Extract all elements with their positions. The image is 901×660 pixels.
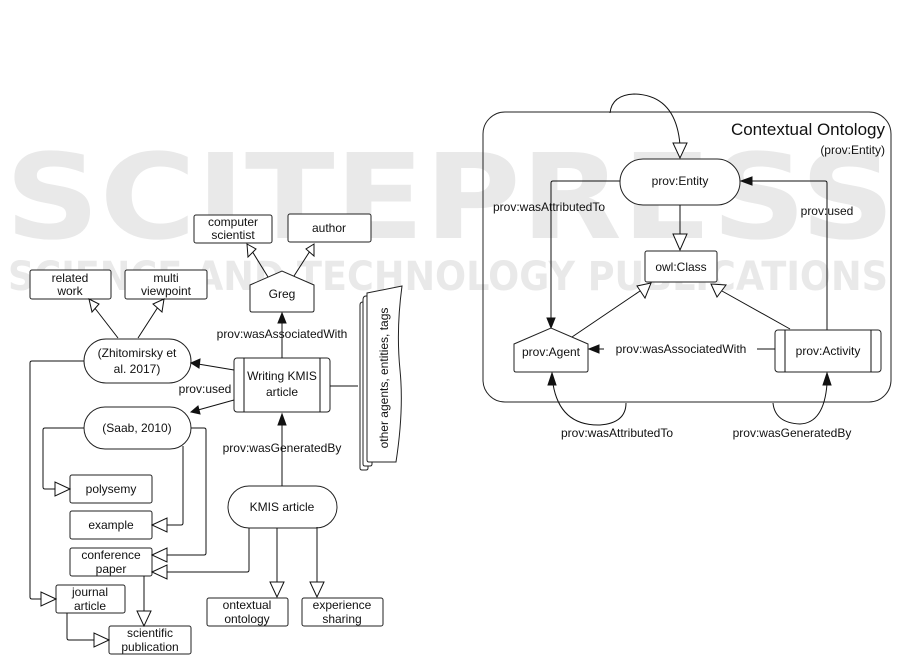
node-label: experience <box>313 598 372 612</box>
node-polysemy[interactable]: polysemy <box>69 474 153 504</box>
edge-label-was-associated-with-right: prov:wasAssociatedWith <box>616 342 747 356</box>
node-label: prov:Activity <box>796 344 861 358</box>
node-prov-agent[interactable]: prov:Agent <box>513 327 589 373</box>
edge-label-was-associated-with: prov:wasAssociatedWith <box>217 327 348 341</box>
edge-label-was-attributed-to: prov:wasAttributedTo <box>493 200 605 214</box>
node-computer-scientist[interactable]: computer scientist <box>193 214 273 244</box>
arrowhead <box>739 176 753 186</box>
node-greg[interactable]: Greg <box>249 270 315 313</box>
node-label: article <box>74 599 106 613</box>
generalization-arrowhead <box>672 142 688 160</box>
node-label: example <box>88 518 134 532</box>
node-label: conference <box>81 548 141 562</box>
generalization-arrowhead <box>309 581 325 599</box>
arrowhead <box>547 371 557 386</box>
node-prov-entity[interactable]: prov:Entity <box>619 158 741 206</box>
watermark-main: SCITEPRESS <box>5 128 895 266</box>
generalization-arrowhead <box>136 610 152 628</box>
generalization-arrowhead <box>150 547 168 563</box>
generalization-arrowhead <box>88 298 100 314</box>
generalization-arrowhead <box>305 243 315 258</box>
arrowhead <box>189 358 201 369</box>
contextual-ontology-container <box>482 111 892 403</box>
node-label: viewpoint <box>141 284 192 298</box>
node-label: scientist <box>211 228 255 242</box>
generalization-arrowhead <box>150 517 168 533</box>
node-label: (Saab, 2010) <box>102 421 171 435</box>
arrowhead <box>822 371 832 386</box>
generalization-arrowhead <box>150 564 168 580</box>
arrowhead <box>189 405 201 415</box>
left-diagram: related work multi viewpoint computer sc… <box>29 213 403 655</box>
node-label: article <box>266 385 298 399</box>
edge-label-used-right: prov:used <box>801 204 854 218</box>
node-other-agents[interactable]: other agents, entities, tags <box>359 285 403 471</box>
node-prov-activity[interactable]: prov:Activity <box>774 329 882 373</box>
node-zhitomirsky[interactable]: (Zhitomirsky et al. 2017) <box>83 338 192 384</box>
node-related-work[interactable]: related work <box>29 269 112 300</box>
node-label: owl:Class <box>655 260 706 274</box>
node-owl-class[interactable]: owl:Class <box>644 250 718 283</box>
node-label: author <box>312 221 346 235</box>
edge-label-was-generated-by: prov:wasGeneratedBy <box>223 441 342 455</box>
generalization-arrowhead <box>152 298 165 313</box>
node-label: KMIS article <box>250 500 315 514</box>
node-label: publication <box>121 640 178 654</box>
arrowhead <box>587 344 600 354</box>
node-label: al. 2017) <box>114 362 161 376</box>
node-label: computer <box>208 215 258 229</box>
right-diagram: Contextual Ontology (prov:Entity) prov:E… <box>482 93 892 440</box>
node-label: Writing KMIS <box>247 369 317 383</box>
edge-label-used: prov:used <box>179 382 232 396</box>
arrowhead <box>546 317 556 330</box>
node-label: Greg <box>269 287 296 301</box>
arrowhead <box>277 311 287 324</box>
node-label: work <box>56 284 83 298</box>
node-writing-kmis-article[interactable]: Writing KMIS article <box>233 357 331 413</box>
edge-label-was-generated-by-loop: prov:wasGeneratedBy <box>733 426 852 440</box>
generalization-arrowhead <box>93 632 111 648</box>
node-label: journal <box>71 585 108 599</box>
generalization-arrowhead <box>636 282 652 300</box>
generalization-arrowhead <box>710 283 727 298</box>
node-label: scientific <box>127 626 173 640</box>
node-author[interactable]: author <box>287 213 372 243</box>
node-label: prov:Agent <box>522 345 581 359</box>
node-conference-paper[interactable]: conference paper <box>69 547 153 577</box>
generalization-arrowhead <box>54 481 72 497</box>
container-subtitle: (prov:Entity) <box>820 143 885 157</box>
node-label: ontextual <box>223 598 272 612</box>
node-label: prov:Entity <box>652 174 709 188</box>
node-label: polysemy <box>86 482 137 496</box>
watermark: SCITEPRESS SCIENCE AND TECHNOLOGY PUBLIC… <box>5 128 895 300</box>
node-multi-viewpoint[interactable]: multi viewpoint <box>124 269 208 300</box>
node-label: other agents, entities, tags <box>377 308 391 449</box>
node-journal-article[interactable]: journal article <box>55 584 126 614</box>
generalization-arrowhead <box>246 243 257 259</box>
node-scientific-publication[interactable]: scientific publication <box>108 625 192 655</box>
generalization-arrowhead <box>40 591 58 607</box>
node-saab[interactable]: (Saab, 2010) <box>83 406 192 450</box>
node-label: sharing <box>322 612 361 626</box>
node-kmis-article[interactable]: KMIS article <box>227 485 338 529</box>
node-label: multi <box>153 271 178 285</box>
node-experience-sharing[interactable]: experience sharing <box>301 597 384 627</box>
node-label: ontology <box>224 612 269 626</box>
generalization-arrowhead <box>672 233 688 252</box>
node-contextual-ontology[interactable]: ontextual ontology <box>206 597 289 627</box>
container-title: Contextual Ontology <box>731 120 886 139</box>
arrowhead <box>277 412 287 426</box>
edge-label-was-attributed-to-loop: prov:wasAttributedTo <box>561 426 673 440</box>
node-label: related <box>52 271 89 285</box>
node-label: paper <box>96 562 127 576</box>
generalization-arrowhead <box>269 581 285 599</box>
node-label: (Zhitomirsky et <box>98 346 177 360</box>
node-example[interactable]: example <box>69 510 153 540</box>
